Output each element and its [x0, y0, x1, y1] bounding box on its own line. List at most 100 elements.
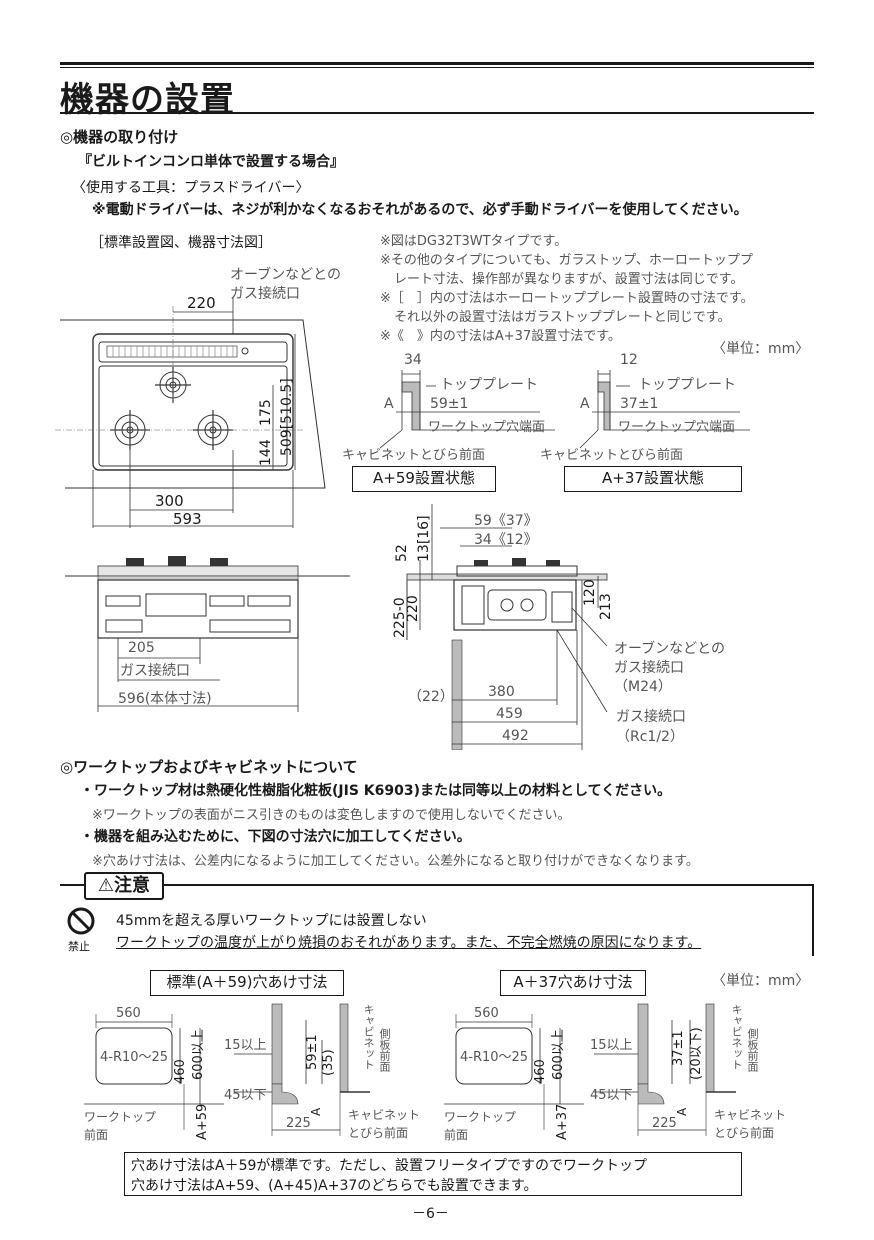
side-dim-34: 34《12》	[474, 532, 538, 548]
cut-a37-worktop-2: 前面	[444, 1128, 469, 1142]
cut-a37-side-2: 側板前面	[746, 1028, 759, 1072]
oven-gas-label-1: オーブンなどとの	[230, 267, 342, 283]
cut-a37-radius: 4-R10～25	[460, 1050, 529, 1065]
cut-a37-45: 45以下	[590, 1088, 633, 1103]
prohibit-label: 禁止	[68, 940, 90, 953]
side-dim-213: 213	[598, 593, 612, 620]
caution-title: ⚠注意	[84, 872, 164, 900]
cut-a59-title: 標準(A＋59)穴あけ寸法	[150, 970, 344, 996]
a59-worktop-label: ワークトップ穴端面	[428, 420, 546, 435]
a37-dim-37: 37±1	[620, 396, 659, 412]
a37-a-label: A	[580, 396, 590, 412]
cut-a59-radius: 4-R10～25	[100, 1050, 169, 1065]
section1-heading: ◎機器の取り付け	[60, 128, 179, 146]
a59-dim-34: 34	[404, 352, 422, 368]
cut-a59-59: 59±1	[305, 1034, 320, 1070]
footer-note-line1: 穴あけ寸法はA＋59が標準です。ただし、設置フリータイプですのでワークトップ	[131, 1158, 647, 1174]
cut-a37-600: 600以上	[551, 1029, 566, 1080]
title-rule-top-thin	[60, 67, 814, 68]
dim-593: 593	[173, 510, 202, 528]
top-view-diagram: 220 175 144 509[510.5] 300 593	[55, 294, 326, 528]
detail-a37-diagram	[579, 370, 750, 449]
footer-note-line2: 穴あけ寸法はA+59、(A+45)A+37のどちらでも設置できます。	[131, 1178, 538, 1194]
dim-300: 300	[155, 492, 184, 510]
cut-a59-225: 225	[286, 1116, 311, 1131]
side-dim-120: 120	[582, 579, 598, 606]
tool-label: 〈使用する工具：プラスドライバー〉	[72, 180, 310, 196]
cut-a59-diagram: 460 600以上 A+59 59±1 (35) A	[84, 1003, 370, 1140]
section2-bullet1: ・ワークトップ材は熱硬化性樹脂化粧板(JIS K6903)または同等以上の材料と…	[80, 783, 672, 799]
footer-note-box: 穴あけ寸法はA＋59が標準です。ただし、設置フリータイプですのでワークトップ 穴…	[124, 1152, 742, 1196]
cut-a59-600: 600以上	[191, 1029, 206, 1080]
a37-worktop-label: ワークトップ穴端面	[618, 420, 736, 435]
side-dim-59: 59《37》	[474, 513, 538, 529]
side-dim-225: 225-0	[392, 597, 408, 638]
figure-label: ［標準設置図、機器寸法図］	[90, 235, 272, 251]
cut-a37-diagram: 460 600以上 A+37 37±1 (20以下) A	[444, 1003, 736, 1140]
side-oven-2: ガス接続口	[614, 660, 684, 676]
cut-a37-side-1: キャビネット	[730, 1004, 743, 1070]
cut-a59-a-dim: A+59	[195, 1104, 210, 1140]
front-dim-205: 205	[128, 640, 155, 656]
detail-a59-diagram	[379, 370, 555, 449]
a59-a-label: A	[384, 396, 394, 412]
side-dim-459: 459	[496, 706, 523, 722]
dim-144: 144	[258, 439, 274, 466]
cut-a59-worktop-1: ワークトップ	[84, 1110, 157, 1124]
section2-bullet2: ・機器を組み込むために、下図の寸法穴に加工してください。	[80, 829, 471, 845]
a59-plate-label: トッププレート	[440, 377, 538, 393]
note-6: ※《 》内の寸法はA+37設置寸法です。	[380, 329, 621, 344]
dim-509: 509[510.5]	[279, 378, 295, 456]
note-1: ※図はDG32T3WTタイプです。	[380, 234, 568, 249]
side-gas-1: ガス接続口	[616, 709, 686, 725]
unit-label: 〈単位：mm〉	[712, 341, 810, 357]
a59-dim-59: 59±1	[430, 396, 469, 412]
a59-state-box: A+59設置状態	[352, 466, 496, 492]
cut-a37-460: 460	[533, 1059, 548, 1084]
oven-gas-label-2: ガス接続口	[230, 286, 300, 302]
side-dim-52: 52	[394, 544, 410, 562]
cut-a59-door-1: キャビネット	[348, 1108, 421, 1122]
cut-unit: 〈単位：mm〉	[712, 973, 810, 989]
a59-cabinet-label: キャビネットとびら前面	[342, 448, 486, 463]
note-4: ※［ ］内の寸法はホーロートッププレート設置時の寸法です。	[380, 291, 754, 306]
side-view-diagram: 225-0 220 52 13[16] 120 213	[392, 504, 612, 750]
side-dim-220: 220	[405, 595, 421, 622]
cut-a37-a: A	[675, 1107, 689, 1116]
note-2: ※その他のタイプについても、ガラストップ、ホーロートッププ	[380, 253, 753, 268]
a37-state-box: A+37設置状態	[564, 466, 742, 492]
cut-a59-a: A	[309, 1107, 323, 1116]
cut-a37-door-2: とびら前面	[714, 1126, 775, 1140]
a37-cabinet-label: キャビネットとびら前面	[540, 448, 684, 463]
prohibit-icon	[67, 907, 95, 935]
section2-note2: ※穴あけ寸法は、公差内になるように加工してください。公差外になると取り付けができ…	[92, 854, 699, 869]
note-3: レート寸法、操作部が異なりますが、設置寸法は同じです。	[394, 272, 744, 287]
cut-a59-door-2: とびら前面	[348, 1126, 409, 1140]
cut-a59-35: (35)	[321, 1049, 336, 1076]
caution-box	[60, 884, 814, 956]
a37-plate-label: トッププレート	[638, 377, 736, 393]
cut-a37-225: 225	[652, 1116, 677, 1131]
front-gas-label: ガス接続口	[120, 663, 190, 679]
side-oven-1: オーブンなどとの	[614, 641, 726, 657]
install-case: 『ビルトインコンロ単体で設置する場合』	[78, 154, 344, 170]
cut-a59-460: 460	[173, 1059, 188, 1084]
section2-heading: ◎ワークトップおよびキャビネットについて	[60, 758, 358, 776]
tool-note: ※電動ドライバーは、ネジが利かなくなるおそれがあるので、必ず手動ドライバーを使用…	[92, 202, 748, 218]
caution-heading: 45mmを超える厚いワークトップには設置しない	[116, 913, 427, 929]
side-gas-2: （Rc1/2）	[616, 729, 684, 745]
dim-175: 175	[258, 399, 274, 426]
cut-a37-a-dim: A+37	[555, 1104, 570, 1140]
cut-a59-560: 560	[116, 1006, 141, 1021]
caution-text: ワークトップの温度が上がり焼損のおそれがあります。また、不完全燃焼の原因になりま…	[116, 935, 702, 951]
note-5: それ以外の設置寸法はガラストッププレートと同じです。	[394, 310, 731, 325]
side-dim-16: 13[16]	[416, 515, 432, 562]
a37-dim-12: 12	[620, 352, 638, 368]
cut-a59-side-2: 側板前面	[378, 1028, 391, 1072]
title-rule-bottom	[60, 112, 814, 114]
cut-a37-door-1: キャビネット	[714, 1108, 787, 1122]
dim-220-top: 220	[187, 294, 216, 312]
cut-a37-worktop-1: ワークトップ	[444, 1110, 517, 1124]
front-view-diagram	[65, 556, 350, 712]
side-dim-380: 380	[488, 684, 515, 700]
